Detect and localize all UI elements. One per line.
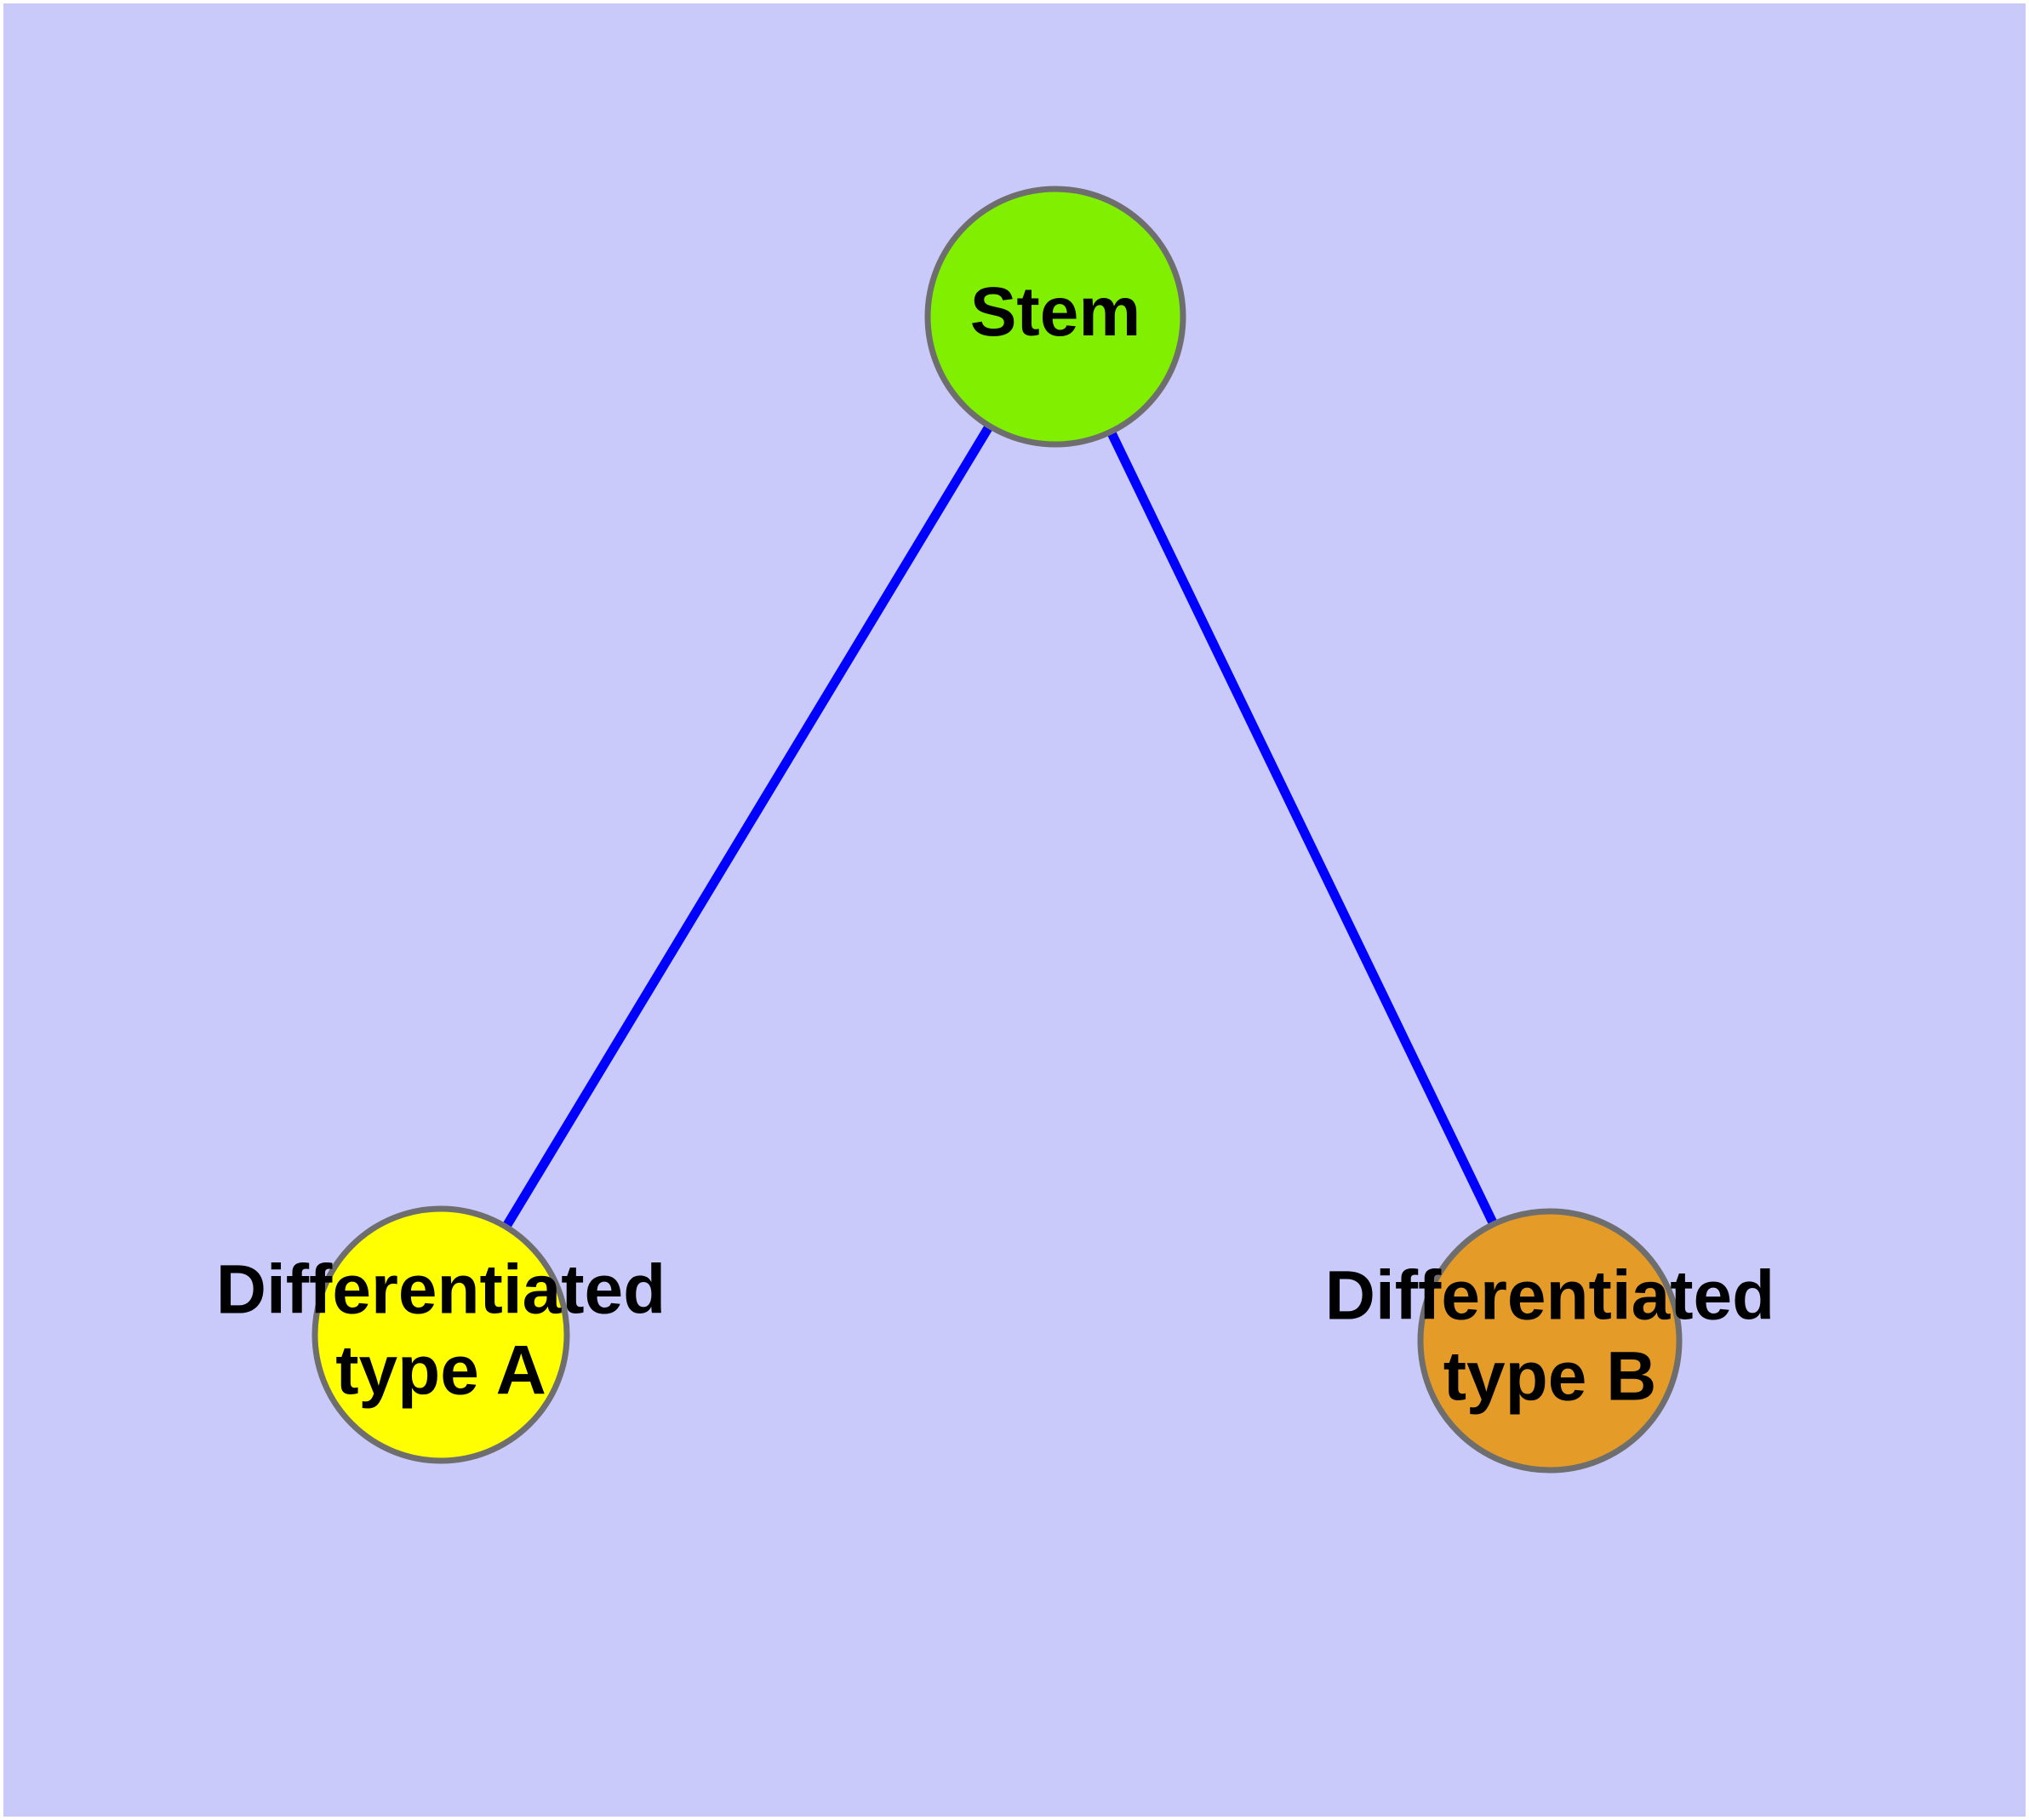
node-stem-label: Stem [970, 273, 1141, 351]
node-differentiated-type-a-circle[interactable] [311, 1205, 570, 1464]
edges-layer [501, 423, 1498, 1230]
edge-stem-to-diff-a[interactable] [501, 423, 994, 1230]
node-stem-circle[interactable] [924, 186, 1186, 448]
node-stem[interactable]: Stem [924, 186, 1186, 448]
edge-stem-to-diff-b[interactable] [1106, 429, 1498, 1227]
node-differentiated-type-b-circle[interactable] [1417, 1208, 1683, 1474]
